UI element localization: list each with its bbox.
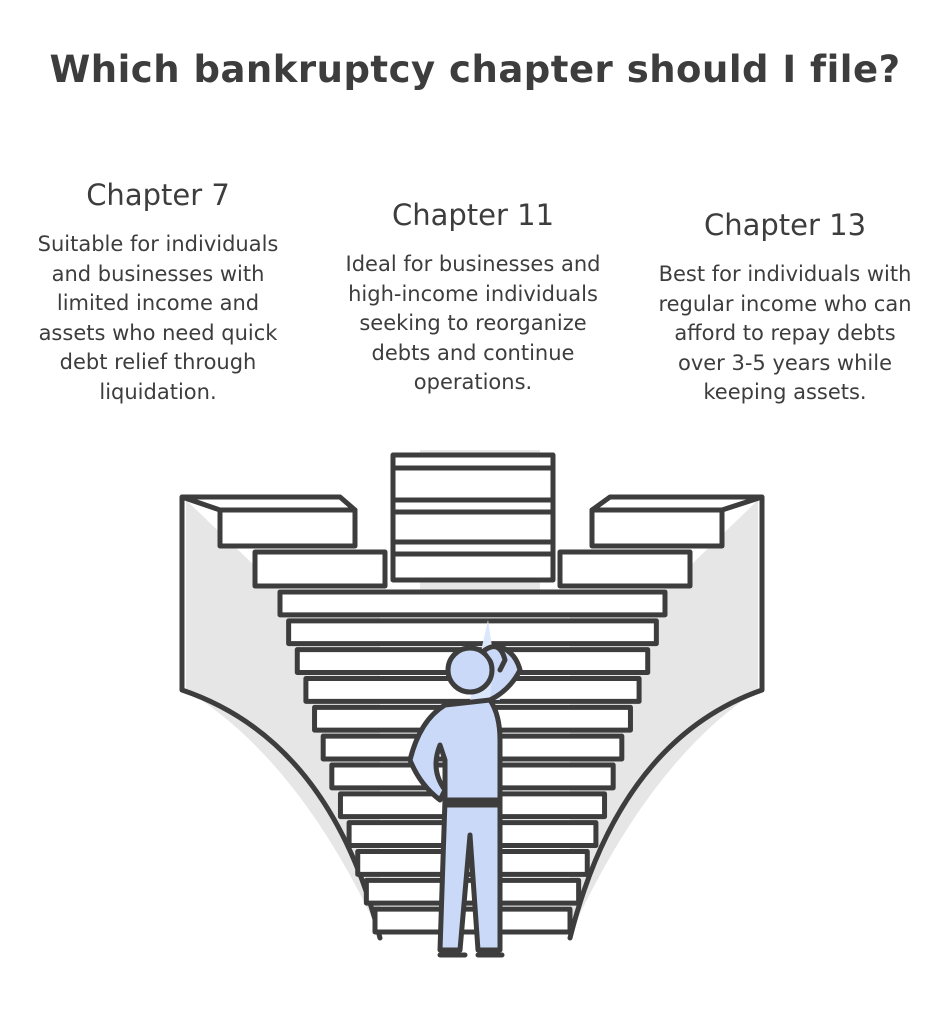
chapter-7-block: Chapter 7 Suitable for individuals and b… bbox=[28, 178, 288, 407]
page-title: Which bankruptcy chapter should I file? bbox=[49, 48, 901, 91]
chapter-13-block: Chapter 13 Best for individuals with reg… bbox=[650, 208, 920, 408]
chapter-11-heading: Chapter 11 bbox=[391, 198, 555, 232]
chapter-11-block: Chapter 11 Ideal for businesses and high… bbox=[333, 198, 613, 398]
chapter-13-steps bbox=[557, 507, 725, 589]
right-wall bbox=[567, 494, 765, 941]
chapter-11-description: Ideal for businesses and high-income ind… bbox=[345, 252, 601, 394]
chapter-7-description: Suitable for individuals and businesses … bbox=[37, 232, 279, 404]
chapter-7-steps bbox=[217, 507, 388, 589]
chapter-13-description: Best for individuals with regular income… bbox=[658, 262, 912, 404]
stair-step bbox=[286, 618, 659, 647]
chapter-11-tower bbox=[390, 452, 556, 583]
person-icon bbox=[407, 620, 523, 958]
stair-step bbox=[372, 906, 573, 935]
chapter-7-heading: Chapter 7 bbox=[86, 178, 230, 212]
chapter-13-heading: Chapter 13 bbox=[703, 208, 867, 242]
stair-step bbox=[277, 589, 668, 618]
